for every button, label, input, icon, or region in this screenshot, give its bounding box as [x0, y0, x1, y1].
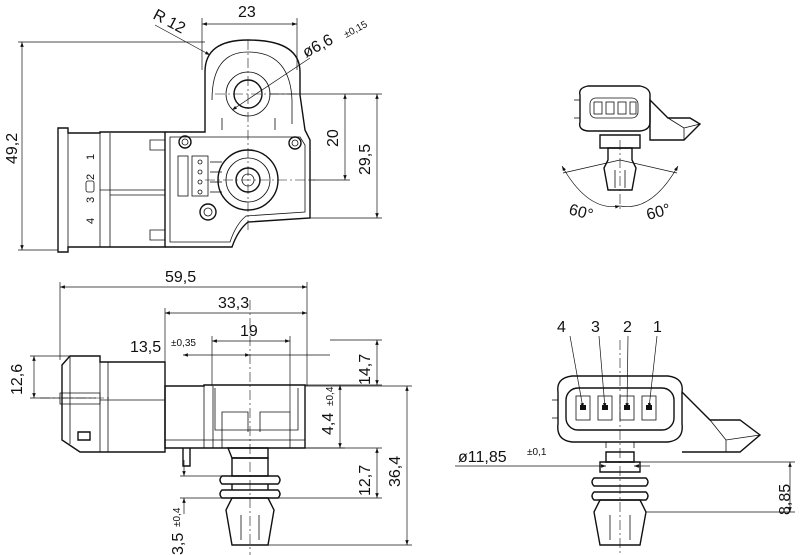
dim-4-4-text: 4,4 [320, 413, 337, 435]
top-pin-label-4: 4 [85, 218, 97, 224]
top-view-connector: 4 3 2 1 [57, 127, 166, 253]
dim-19-text: 19 [240, 323, 258, 340]
top-view-housing [165, 39, 315, 248]
dim-14-7-text: 14,7 [357, 354, 374, 385]
top-pin-label-2: 2 [85, 174, 97, 180]
dim-height-text: 49,2 [4, 133, 21, 164]
dim-12-6-text: 12,6 [9, 364, 26, 395]
dim-3-5-tol-text: ±0,4 [172, 507, 183, 527]
front-pin-3: 3 [591, 319, 600, 336]
dim-height-49-2: 49,2 [4, 41, 205, 251]
angle-right-text: 60° [645, 201, 673, 224]
dim-hole-offsets: 20 29,5 [270, 93, 382, 219]
dim-3-5-text: 3,5 [170, 533, 187, 555]
top-pin-label-1: 1 [85, 154, 97, 160]
dim-8-85-text: 8,85 [777, 484, 794, 515]
dim-12-7-text: 12,7 [357, 465, 374, 496]
dim-11-85-text: ø11,85 [458, 449, 507, 466]
front-pin-2: 2 [623, 319, 632, 336]
dim-hole-diameter: ø6,6 ±0,15 [231, 19, 370, 111]
front-pin-1: 1 [653, 319, 662, 336]
angle-view: 60° 60° [561, 85, 702, 224]
dim-20-text: 20 [325, 129, 342, 147]
top-pin-label-3: 3 [85, 197, 97, 203]
dim-hole-tol-text: ±0,15 [342, 19, 370, 41]
dim-11-85-tol-text: ±0,1 [527, 447, 547, 458]
front-view: 4 3 2 1 ø11,85 ±0,1 8,85 [455, 319, 795, 555]
front-pin-4: 4 [557, 319, 566, 336]
angle-left-text: 60° [567, 201, 595, 224]
dim-29-5-text: 29,5 [357, 144, 374, 175]
dim-4-4-tol-text: ±0,4 [325, 386, 336, 406]
dim-width-23: 23 [201, 4, 298, 70]
top-view: 4 3 2 1 [4, 4, 382, 253]
dim-hole-text: ø6,6 [300, 31, 336, 61]
dim-radius-r12: R 12 [150, 7, 211, 56]
dim-13-5-text: 13,5 [130, 339, 161, 356]
dim-13-5-tol-text: ±0,35 [171, 338, 196, 349]
dim-59-5-text: 59,5 [165, 269, 196, 286]
dim-36-4-text: 36,4 [387, 456, 404, 487]
dim-width-text: 23 [238, 4, 256, 21]
side-view: 59,5 33,3 19 13,5 ±0,35 12,6 14,7 4,4 ±0… [9, 269, 412, 555]
dim-33-3-text: 33,3 [218, 295, 249, 312]
